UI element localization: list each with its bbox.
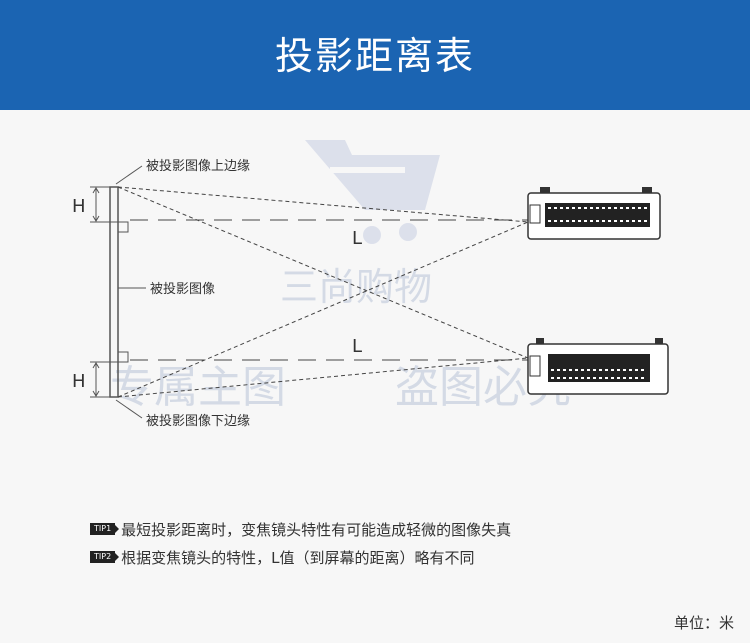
leader-bottom-edge — [115, 399, 143, 419]
watermark-brand: 三尚购物 — [280, 265, 432, 309]
h-label-bottom: H — [72, 371, 86, 392]
leader-top-edge — [115, 165, 143, 185]
h-dimension-bottom — [90, 361, 118, 398]
tip-text: 最短投影距离时，变焦镜头特性有可能造成轻微的图像失真 — [121, 520, 512, 539]
projection-rays — [117, 186, 529, 398]
label-image: 被投影图像 — [150, 281, 215, 297]
page-title: 投影距离表 — [274, 33, 475, 78]
projector-top — [527, 187, 661, 240]
header-bar: 投影距离表 — [0, 0, 750, 110]
tip-badge: TIP2 — [90, 551, 120, 563]
label-top-edge: 被投影图像上边缘 — [146, 158, 250, 174]
screen-marker-bottom — [117, 351, 129, 363]
watermark-cart-icon — [305, 140, 440, 244]
label-bottom-edge: 被投影图像下边缘 — [146, 413, 250, 429]
h-label-top: H — [72, 196, 86, 217]
tip-item: TIP2 根据变焦镜头的特性，L值（到屏幕的距离）略有不同 — [90, 543, 511, 571]
watermark-left: 专属主图 — [110, 362, 286, 413]
tip-item: TIP1 最短投影距离时，变焦镜头特性有可能造成轻微的图像失真 — [90, 515, 511, 543]
tip-badge: TIP1 — [90, 523, 120, 535]
l-label-top: L — [352, 228, 362, 249]
projector-bottom — [527, 338, 669, 395]
l-label-bottom: L — [352, 336, 362, 357]
tips-list: TIP1 最短投影距离时，变焦镜头特性有可能造成轻微的图像失真 TIP2 根据变… — [90, 515, 511, 571]
screen-marker-top — [117, 221, 129, 233]
tip-text: 根据变焦镜头的特性，L值（到屏幕的距离）略有不同 — [121, 548, 475, 567]
unit-label: 单位：米 — [673, 614, 734, 632]
h-dimension-top — [90, 186, 118, 223]
